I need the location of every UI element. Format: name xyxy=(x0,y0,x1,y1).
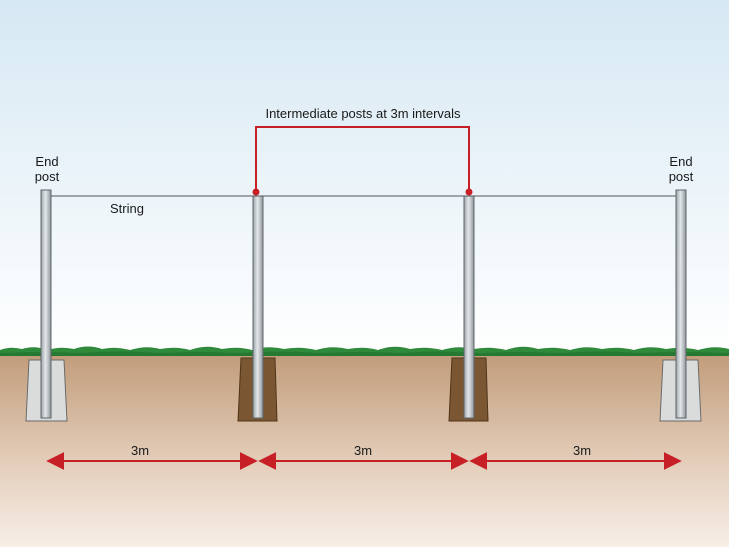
end-post-right-label-line1: End xyxy=(669,154,692,169)
end-post-left xyxy=(40,189,52,419)
string-label: String xyxy=(110,201,144,216)
end-post-left-label-line1: End xyxy=(35,154,58,169)
grass-shade xyxy=(0,351,729,356)
intermediate-post-2 xyxy=(463,195,475,419)
intermediate-post-1 xyxy=(252,195,264,419)
sky xyxy=(0,0,729,356)
callout-dot-right xyxy=(465,188,473,196)
end-post-right xyxy=(675,189,687,419)
span-label-1: 3m xyxy=(131,443,149,458)
span-label-3: 3m xyxy=(573,443,591,458)
end-post-left-label-line2: post xyxy=(35,169,60,184)
span-label-2: 3m xyxy=(354,443,372,458)
callout-label: Intermediate posts at 3m intervals xyxy=(265,106,461,121)
callout-bracket xyxy=(255,126,470,191)
callout-dot-left xyxy=(252,188,260,196)
soil xyxy=(0,354,729,547)
end-post-right-label-line2: post xyxy=(669,169,694,184)
